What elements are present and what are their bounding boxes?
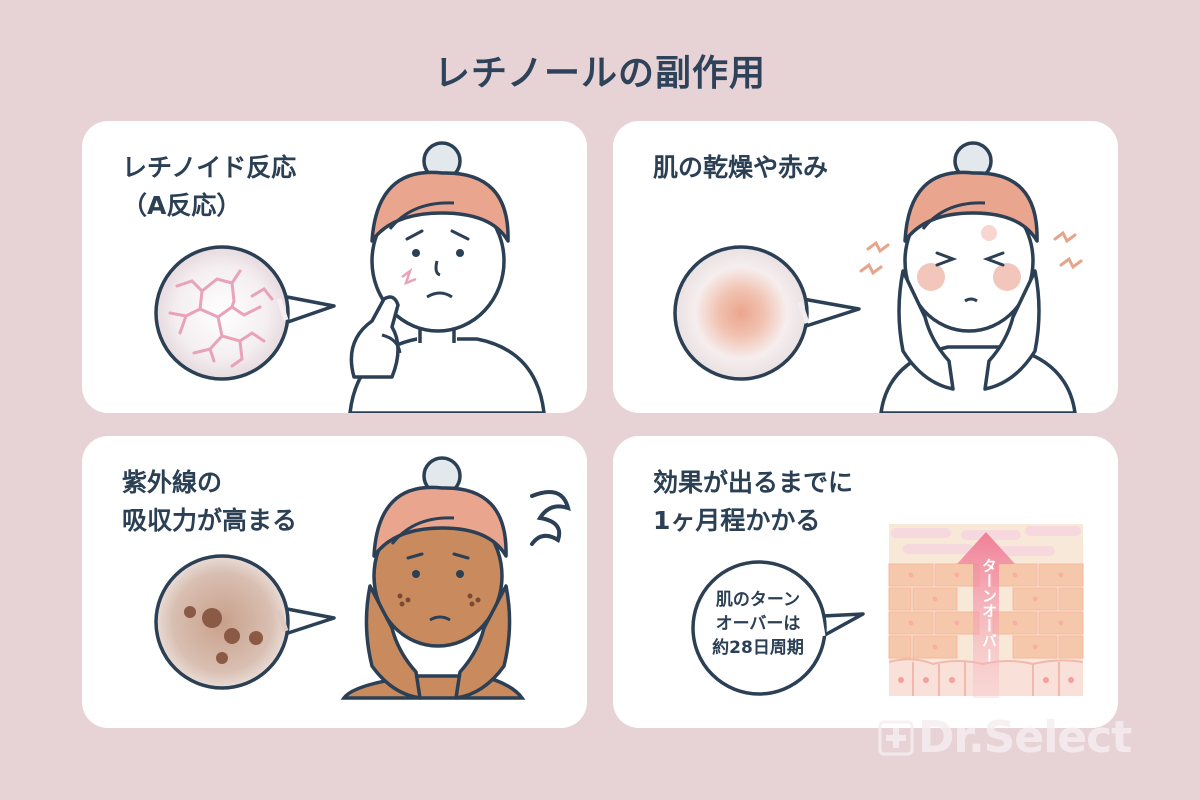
cross-logo-icon bbox=[878, 720, 914, 756]
panel-retinoid-reaction: レチノイド反応 （A反応） bbox=[82, 121, 587, 413]
panel-uv-absorption: 紫外線の 吸収力が高まる bbox=[82, 436, 587, 728]
dark-spots-icon bbox=[184, 606, 263, 664]
panel-label: 効果が出るまでに 1ヶ月程かかる bbox=[653, 468, 854, 535]
speech-bubble-icon bbox=[691, 560, 865, 696]
speech-bubble-icon bbox=[673, 245, 861, 381]
skin-crack-icon bbox=[168, 269, 274, 368]
face-tanned-dizzy-icon bbox=[340, 456, 571, 700]
skin-layer-icon bbox=[888, 524, 1084, 698]
page-title: レチノールの副作用 bbox=[434, 53, 766, 94]
panel-dryness-redness: 肌の乾燥や赤み bbox=[613, 121, 1118, 413]
face-touch-cheek-icon bbox=[348, 141, 546, 413]
speech-bubble-icon bbox=[154, 554, 336, 690]
panel-takes-one-month: 効果が出るまでに 1ヶ月程かかる bbox=[613, 436, 1118, 728]
turnover-bubble-text: 肌のターン オーバーは 約28日周期 bbox=[712, 590, 804, 658]
watermark-logo: Dr.Select bbox=[878, 712, 1132, 763]
face-hands-cheeks-icon bbox=[859, 141, 1083, 413]
panel-label: 肌の乾燥や赤み bbox=[653, 153, 829, 182]
panel-label: 紫外線の 吸収力が高まる bbox=[122, 468, 298, 535]
turnover-arrow-label: ターンオーバー bbox=[980, 558, 998, 663]
panel-label: レチノイド反応 （A反応） bbox=[122, 153, 297, 220]
